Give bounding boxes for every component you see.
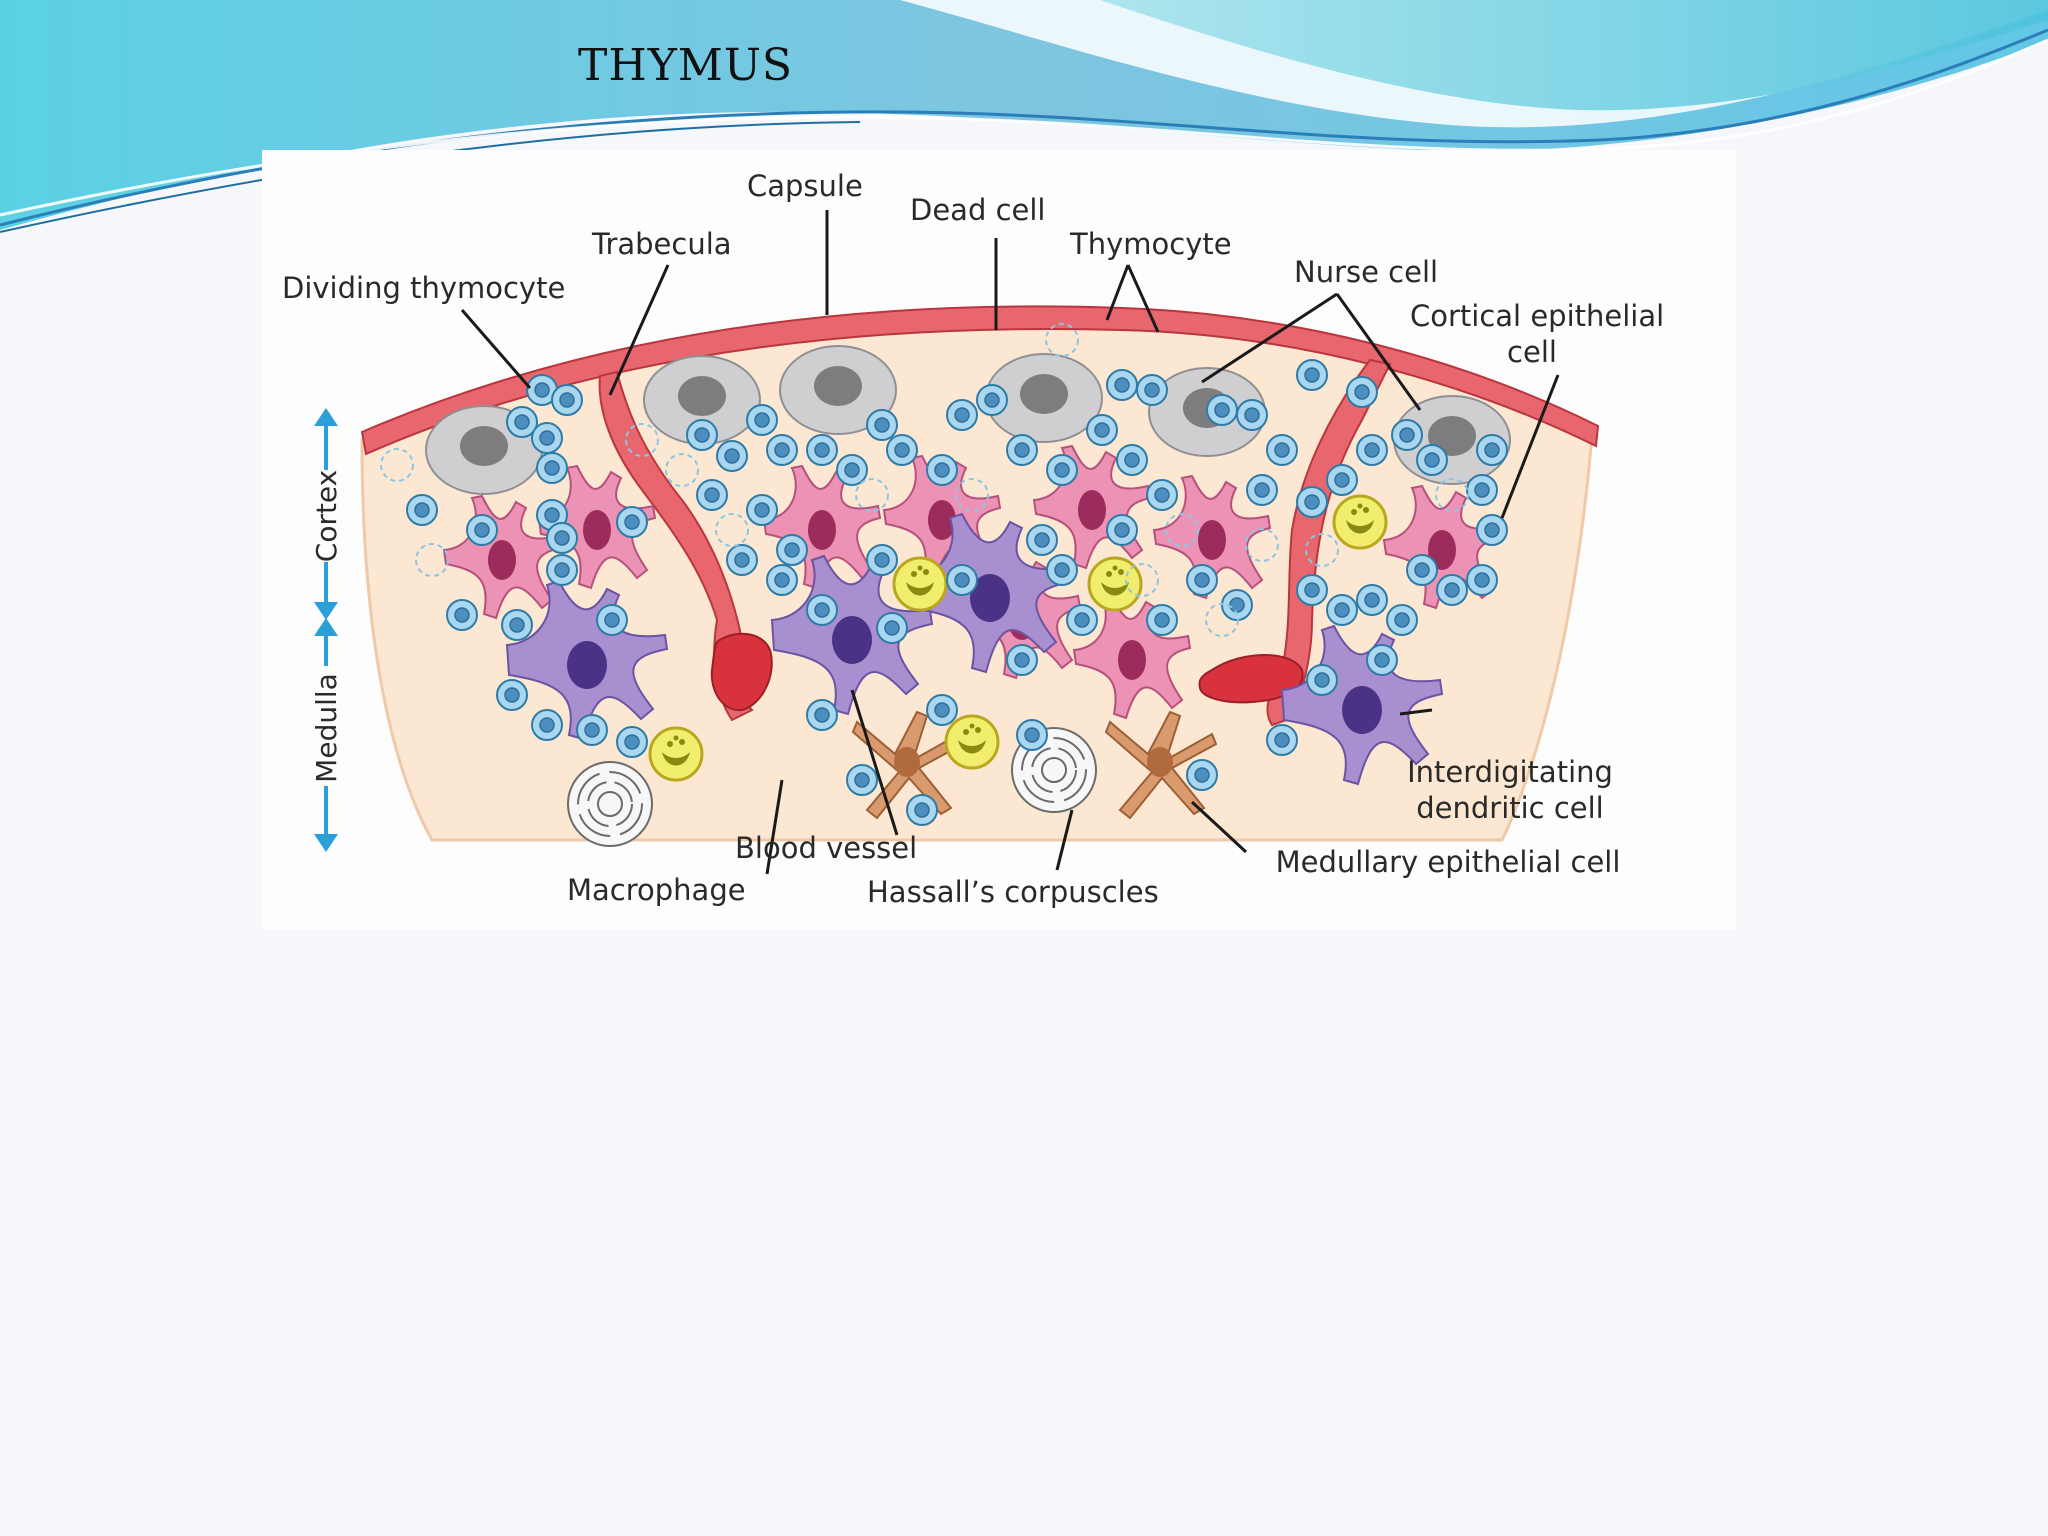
leader-lines xyxy=(460,210,1560,875)
thymocyte-label: Thymocyte xyxy=(1069,227,1232,261)
thymus-illustration: Cortex Medulla Capsule Dead cell Trabecu… xyxy=(282,169,1664,909)
interdigitating-label-line2: dendritic cell xyxy=(1416,791,1604,825)
macrophage-icon xyxy=(892,556,948,612)
interdigitating-label-line1: Interdigitating xyxy=(1407,755,1613,789)
medullary-epithelial-label: Medullary epithelial cell xyxy=(1276,845,1621,879)
macrophage-label: Macrophage xyxy=(567,873,746,907)
nurse-cell-label: Nurse cell xyxy=(1294,255,1438,289)
macrophage-icon xyxy=(944,714,1000,770)
cortex-axis-label: Cortex xyxy=(310,470,343,562)
dividing-thymocyte-label: Dividing thymocyte xyxy=(282,271,565,305)
hassalls-corpuscles-label: Hassall’s corpuscles xyxy=(867,875,1159,909)
trabecula-label: Trabecula xyxy=(591,227,732,261)
slide-title: THYMUS xyxy=(578,40,794,91)
dead-cell-label: Dead cell xyxy=(910,193,1045,227)
cortical-epithelial-label-line2: cell xyxy=(1507,335,1557,369)
macrophage-icon xyxy=(1332,494,1388,550)
blood-vessel-left xyxy=(710,632,773,712)
blood-vessel-right xyxy=(1198,654,1304,704)
hassalls-corpuscle-icon xyxy=(567,761,653,847)
capsule-label: Capsule xyxy=(747,169,863,203)
trabecula-left xyxy=(598,370,754,722)
capsule-band xyxy=(360,305,1600,456)
header-wave-banner xyxy=(0,0,2048,233)
axis-arrows xyxy=(314,408,338,852)
macrophage-icon xyxy=(648,726,704,782)
blood-vessel-label: Blood vessel xyxy=(735,831,917,865)
medulla-axis-label: Medulla xyxy=(310,673,343,783)
cortical-epithelial-label-line1: Cortical epithelial xyxy=(1410,299,1664,333)
thymus-diagram: Cortex Medulla Capsule Dead cell Trabecu… xyxy=(262,150,1736,930)
